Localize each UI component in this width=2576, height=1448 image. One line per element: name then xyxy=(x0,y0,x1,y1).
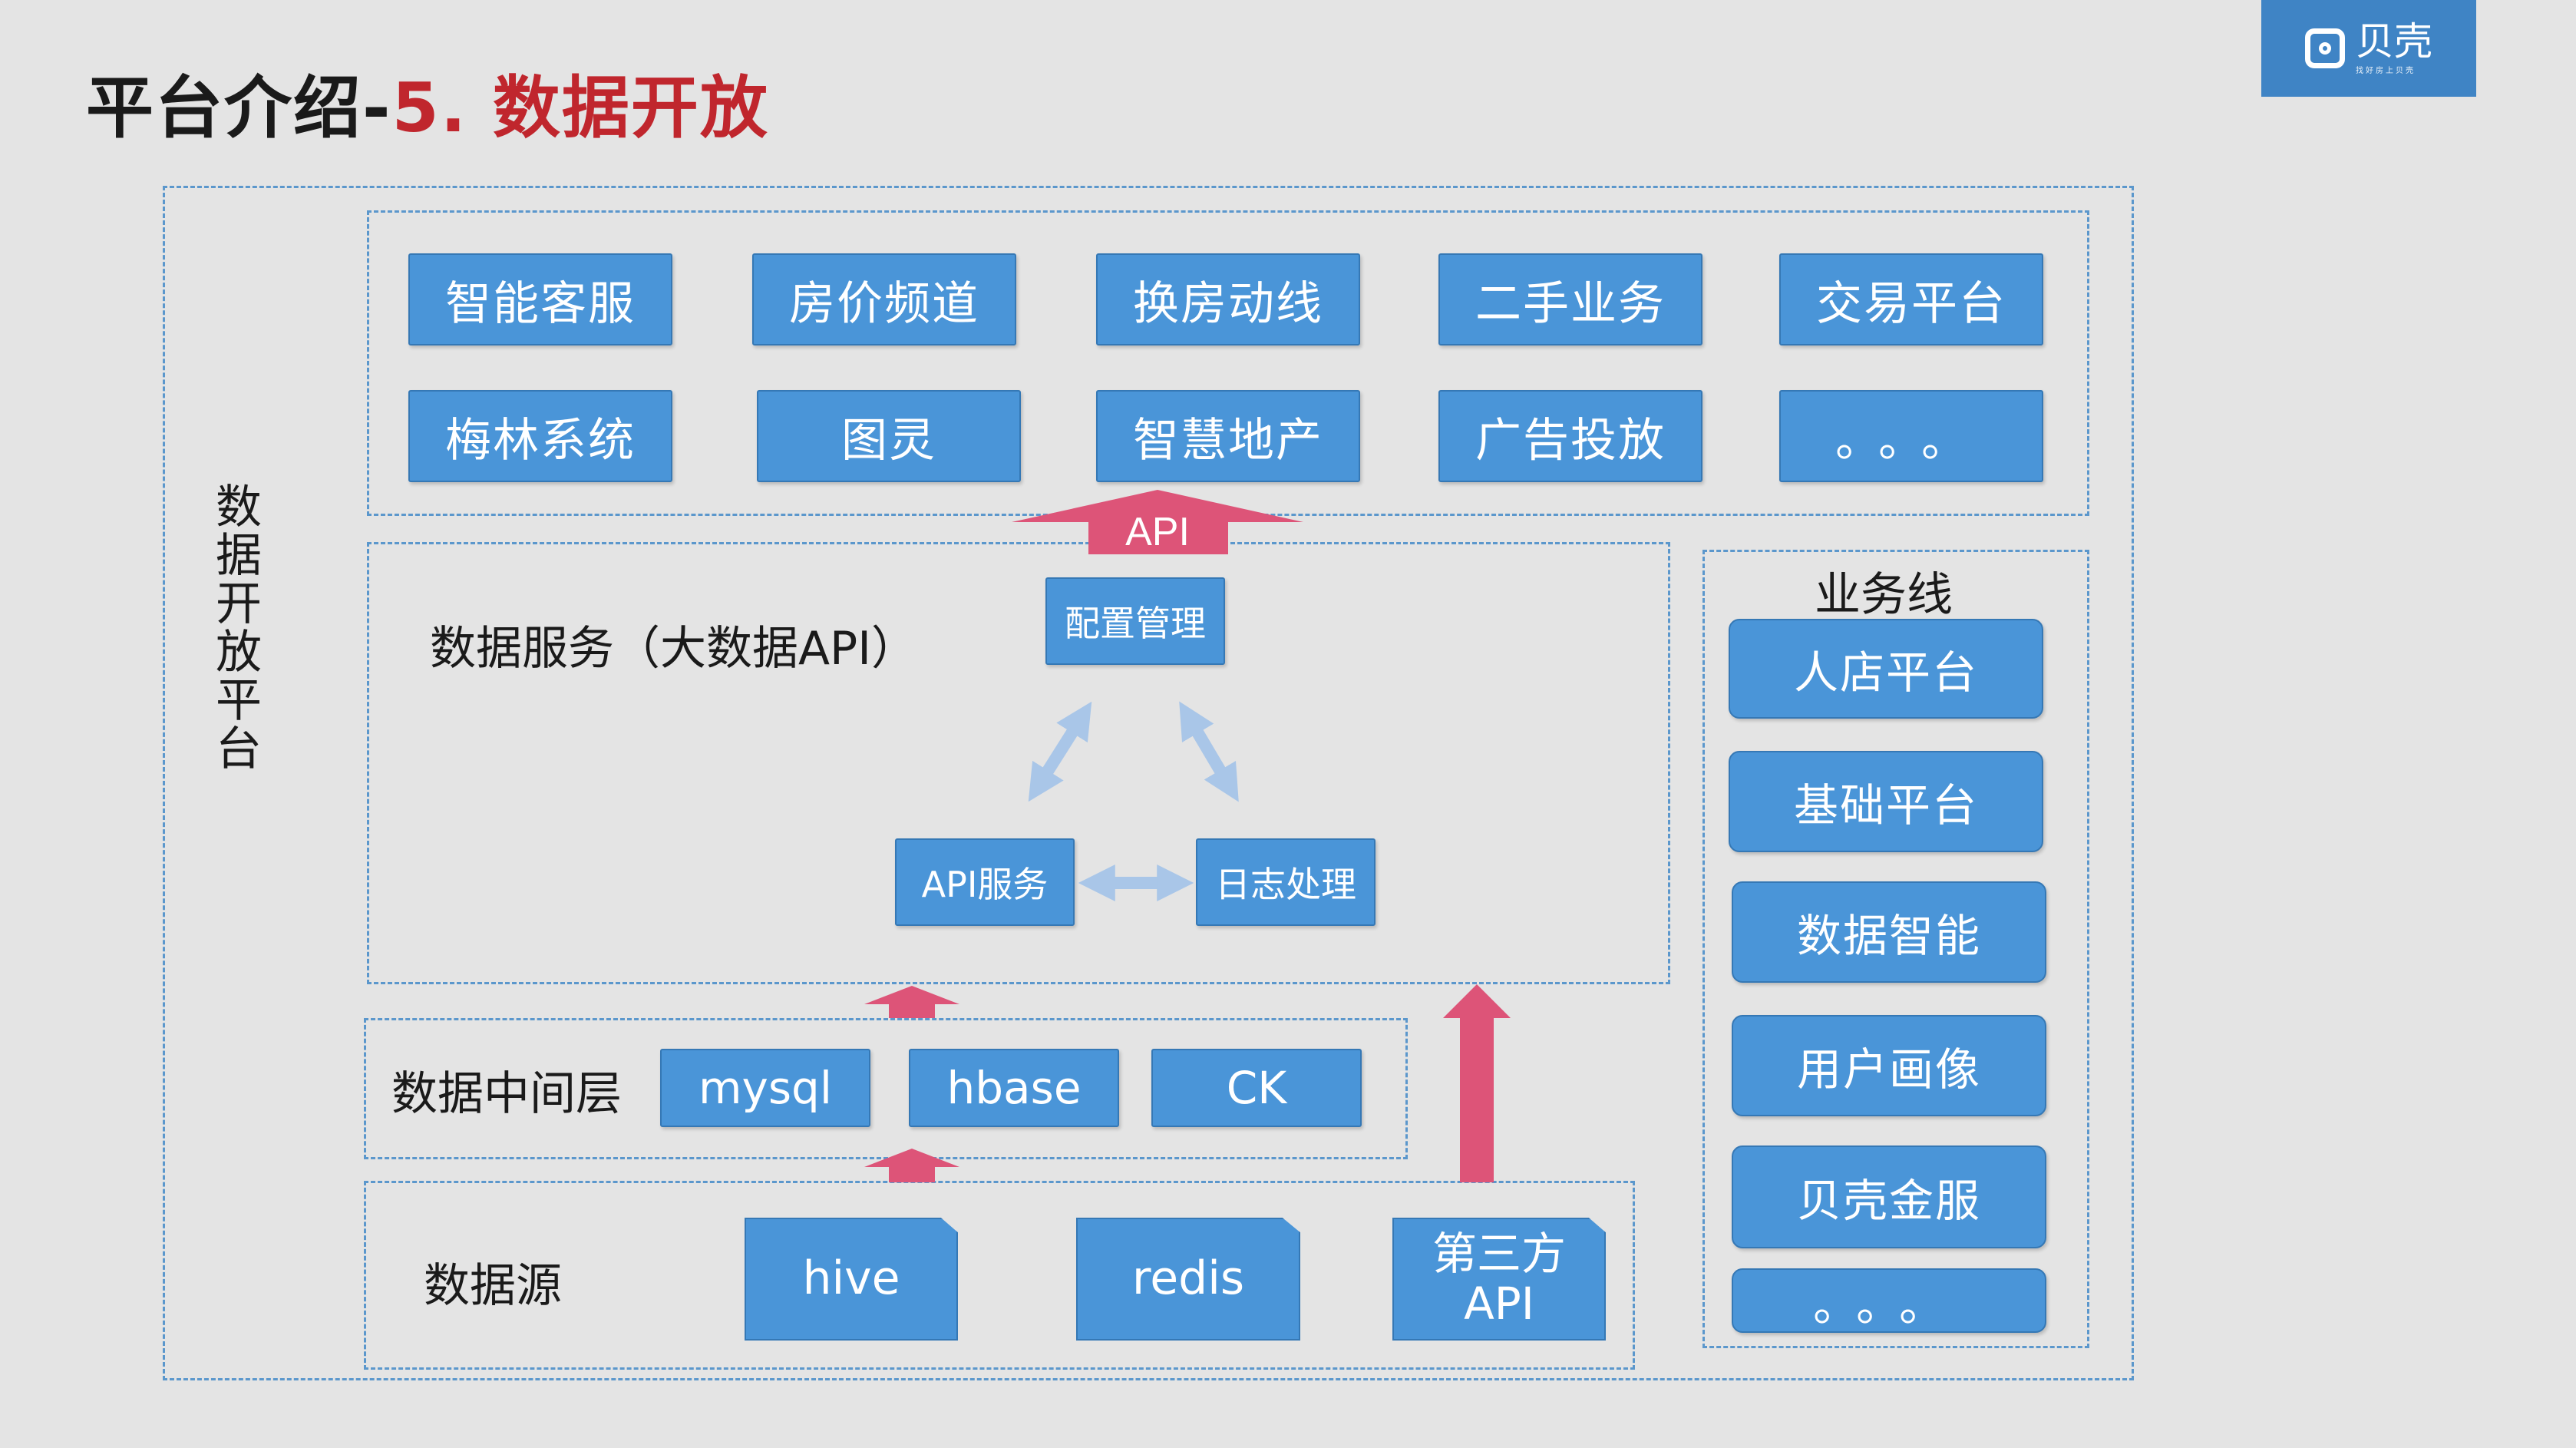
app-box-ellipsis: 。。。 xyxy=(1779,390,2043,482)
business-line-box-ellipsis: 。。。 xyxy=(1732,1268,2046,1333)
source-to-middle-arrow xyxy=(864,1149,959,1182)
third-party-api-box: 第三方 API xyxy=(1392,1218,1606,1341)
ck-box: CK xyxy=(1151,1049,1362,1127)
api-service-box: API服务 xyxy=(895,838,1075,926)
logo-text: 贝壳 xyxy=(2356,18,2432,64)
platform-label: 数据开放平台 xyxy=(216,481,262,776)
api-config-arrow xyxy=(1028,701,1092,802)
business-lines-title: 业务线 xyxy=(1815,568,1953,622)
hbase-box: hbase xyxy=(909,1049,1119,1127)
data-service-label: 数据服务（大数据API） xyxy=(430,622,917,676)
api-up-arrow xyxy=(1012,490,1303,554)
third-party-line2: API xyxy=(1464,1278,1534,1330)
business-line-box: 基础平台 xyxy=(1729,751,2043,852)
api-arrow-label: API xyxy=(1125,510,1190,554)
app-box: 换房动线 xyxy=(1096,253,1360,345)
app-box: 房价频道 xyxy=(752,253,1016,345)
title-main: 平台介绍- xyxy=(86,68,392,147)
log-config-arrow xyxy=(1179,701,1239,802)
data-source-label: 数据源 xyxy=(424,1259,562,1313)
business-lines-frame xyxy=(1702,550,2089,1348)
business-line-box: 数据智能 xyxy=(1732,881,2046,983)
platform-frame xyxy=(163,186,2134,1380)
log-processing-box: 日志处理 xyxy=(1196,838,1376,926)
redis-box: redis xyxy=(1076,1218,1300,1341)
config-management-box: 配置管理 xyxy=(1045,577,1225,665)
app-box: 二手业务 xyxy=(1438,253,1702,345)
middle-layer-label: 数据中间层 xyxy=(391,1067,622,1121)
title-highlight: 5. 数据开放 xyxy=(391,68,769,147)
app-box: 智慧地产 xyxy=(1096,390,1360,482)
hive-box: hive xyxy=(745,1218,958,1341)
data-service-frame xyxy=(367,542,1670,984)
app-box: 梅林系统 xyxy=(408,390,672,482)
data-source-frame xyxy=(364,1181,1635,1370)
app-box: 广告投放 xyxy=(1438,390,1702,482)
business-line-box: 人店平台 xyxy=(1729,619,2043,719)
beike-logo: 贝壳 找好房上贝壳 xyxy=(2261,0,2476,97)
app-box: 智能客服 xyxy=(408,253,672,345)
third-party-line1: 第三方 xyxy=(1432,1228,1566,1281)
page-title: 平台介绍-5. 数据开放 xyxy=(86,54,769,151)
middle-layer-frame xyxy=(364,1018,1408,1159)
business-line-box: 贝壳金服 xyxy=(1732,1146,2046,1248)
logo-subtext: 找好房上贝壳 xyxy=(2356,66,2416,75)
app-box: 交易平台 xyxy=(1779,253,2043,345)
app-box: 图灵 xyxy=(757,390,1021,482)
middle-to-service-arrow xyxy=(864,986,959,1018)
logo-icon xyxy=(2305,28,2345,68)
third-party-up-arrow xyxy=(1443,984,1511,1182)
business-line-box: 用户画像 xyxy=(1732,1015,2046,1116)
mysql-box: mysql xyxy=(660,1049,870,1127)
